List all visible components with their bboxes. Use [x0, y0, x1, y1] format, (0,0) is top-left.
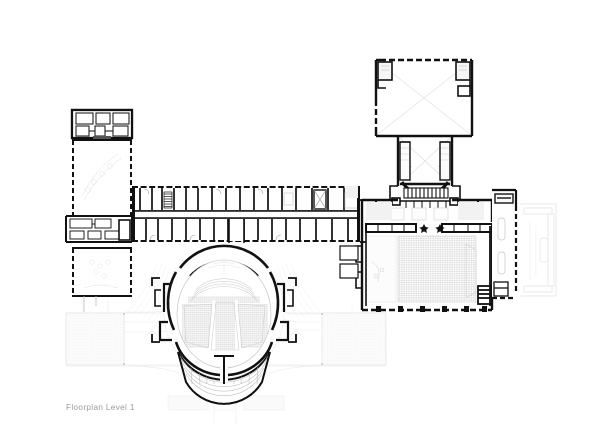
- corridor-spine: [132, 186, 360, 243]
- corridor-lower-rooms: [145, 219, 349, 240]
- east-hall-seating: [398, 236, 476, 302]
- void-marker-ne-block: [377, 61, 471, 135]
- north-east-block: [374, 58, 474, 208]
- auditorium-seating: [182, 296, 268, 350]
- south-colonnade: [376, 306, 487, 312]
- corridor-upper-rooms: [139, 188, 345, 210]
- west-wing: [65, 108, 134, 312]
- oval-auditorium: [151, 244, 297, 405]
- stair-symbol-upper: [163, 191, 173, 209]
- plan-caption: Floorplan Level 1: [66, 403, 135, 412]
- column-symbols: [419, 224, 445, 233]
- void-marker-corridor: [313, 189, 327, 210]
- east-wing-annex: [492, 188, 557, 300]
- shadow-tints: [346, 186, 484, 220]
